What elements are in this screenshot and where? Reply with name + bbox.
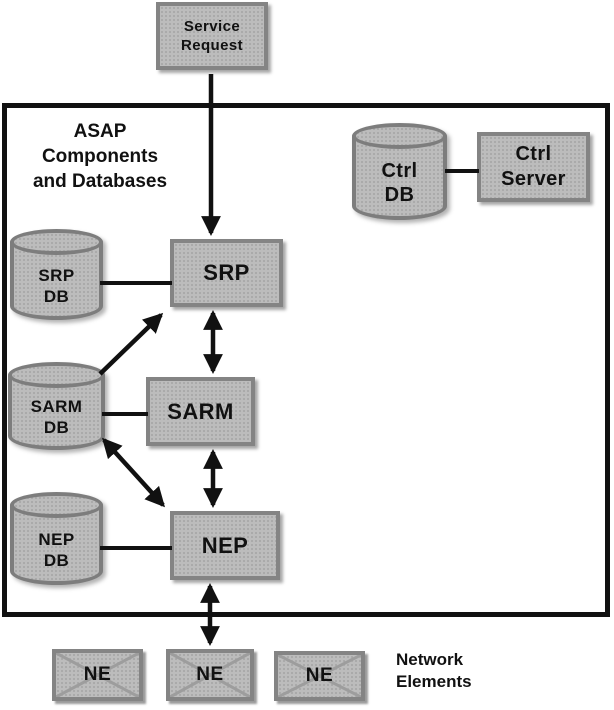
nep-db-label: NEP DB	[10, 514, 103, 585]
sarm-db-cylinder-body	[8, 375, 105, 450]
diagram-title: ASAP Components and Databases	[10, 119, 190, 194]
network-element-box-3: NE	[274, 651, 365, 701]
service-request-label-line1: Service	[183, 18, 241, 35]
ne-label-2: NE	[196, 664, 224, 685]
srp-db-cylinder: SRP DB	[10, 229, 103, 320]
diagram-title-line3: and Databases	[32, 171, 168, 192]
asap-container-frame	[2, 103, 610, 617]
nep-db-cylinder-body	[10, 505, 103, 585]
sarm-label: SARM	[167, 398, 234, 424]
ctrl-server-label-line1: Ctrl	[515, 143, 552, 165]
crossed-box-icon	[56, 653, 139, 697]
srp-db-label-line1: SRP	[38, 265, 75, 285]
ctrl-db-label: Ctrl DB	[352, 145, 447, 220]
ne-label-3: NE	[305, 665, 334, 686]
service-request-label-line2: Request	[181, 37, 243, 54]
nep-label: NEP	[201, 532, 249, 558]
sarm-db-label: SARM DB	[8, 384, 105, 450]
ctrl-db-cylinder-top	[352, 123, 447, 149]
network-elements-caption-line1: Network	[396, 650, 464, 669]
sarm-box: SARM	[146, 377, 255, 446]
ctrl-db-cylinder: Ctrl DB	[352, 123, 447, 220]
nep-db-label-line2: DB	[43, 550, 70, 570]
ctrl-db-label-line1: Ctrl	[381, 159, 418, 182]
ctrl-server-label-line2: Server	[501, 168, 566, 190]
ctrl-db-label-line2: DB	[384, 183, 415, 206]
network-elements-caption: Network Elements	[396, 649, 472, 693]
nep-db-label-line1: NEP	[38, 529, 75, 549]
crossed-box-icon	[278, 655, 361, 697]
network-element-box-1: NE	[52, 649, 143, 701]
nep-db-cylinder: NEP DB	[10, 492, 103, 585]
sarm-db-cylinder-top	[8, 362, 105, 388]
nep-db-cylinder-top	[10, 492, 103, 518]
sarm-db-label-line1: SARM	[30, 397, 83, 416]
ne-label-1: NE	[83, 664, 112, 685]
network-element-box-2: NE	[166, 649, 254, 701]
ctrl-server-box: Ctrl Server	[477, 132, 590, 202]
sarm-db-label-line2: DB	[43, 418, 70, 437]
crossed-box-icon	[170, 653, 250, 697]
diagram-title-line1: ASAP	[73, 121, 127, 142]
srp-label: SRP	[203, 260, 250, 285]
sarm-db-cylinder: SARM DB	[8, 362, 105, 450]
network-elements-caption-line2: Elements	[396, 672, 472, 691]
diagram-title-line2: Components	[41, 146, 159, 167]
srp-db-label-line2: DB	[43, 286, 70, 306]
service-request-box: Service Request	[156, 2, 268, 70]
srp-db-cylinder-top	[10, 229, 103, 255]
ctrl-db-cylinder-body	[352, 136, 447, 220]
srp-box: SRP	[170, 239, 283, 307]
nep-box: NEP	[170, 511, 280, 580]
srp-db-label: SRP DB	[10, 251, 103, 320]
